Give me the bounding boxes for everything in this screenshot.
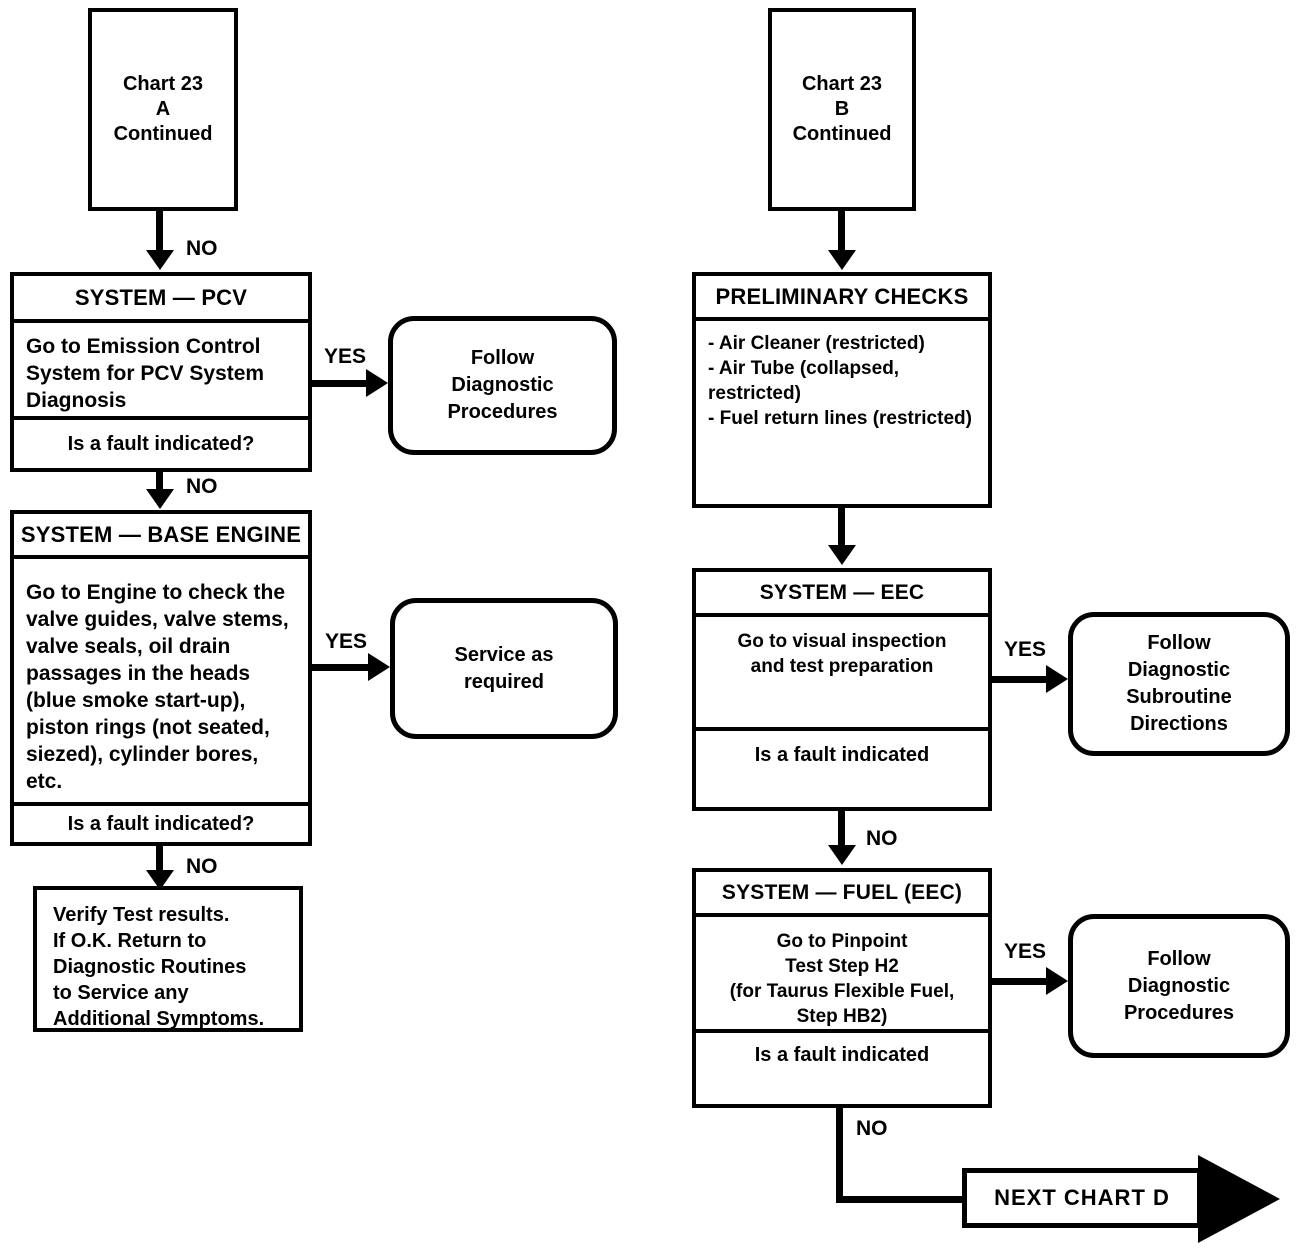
system-base-engine-question: Is a fault indicated? <box>14 802 308 842</box>
node-system-base-engine[interactable]: SYSTEM — BASE ENGINE Go to Engine to che… <box>10 510 312 846</box>
edge-label-eec-yes: YES <box>1004 638 1047 661</box>
system-fuel-eec-header: SYSTEM — FUEL (EEC) <box>696 872 988 917</box>
chart-23-b-line3: Continued <box>792 123 892 145</box>
preliminary-checks-header: PRELIMINARY CHECKS <box>696 276 988 321</box>
arrowhead-pcv-no <box>146 489 174 509</box>
connector-fuel-no-vertical <box>836 1108 843 1203</box>
node-chart-23-a-continued[interactable]: Chart 23 A Continued <box>88 8 238 211</box>
system-base-engine-body: Go to Engine to check the valve guides, … <box>26 581 289 793</box>
node-service-as-required[interactable]: Service as required <box>390 598 618 739</box>
preliminary-item-1: - Air Tube (collapsed, <box>708 358 900 379</box>
system-fuel-eec-spacer <box>696 1077 988 1104</box>
arrowhead-pcv-yes <box>366 369 388 397</box>
node-verify-test-results[interactable]: Verify Test results. If O.K. Return to D… <box>33 886 303 1032</box>
system-eec-spacer <box>696 779 988 807</box>
preliminary-checks-list: - Air Cleaner (restricted) - Air Tube (c… <box>696 321 988 504</box>
connector-base-engine-yes <box>312 664 374 671</box>
system-eec-question: Is a fault indicated <box>696 727 988 779</box>
preliminary-item-3: - Fuel return lines (restricted) <box>708 408 972 429</box>
system-fuel-eec-question: Is a fault indicated <box>696 1029 988 1077</box>
connector-eec-yes <box>992 676 1054 683</box>
verify-test-results-text: Verify Test results. If O.K. Return to D… <box>53 904 265 1030</box>
follow-diagnostic-subroutine-directions-text: Follow Diagnostic Subroutine Directions <box>1126 632 1232 735</box>
chart-23-a-line3: Continued <box>113 123 213 145</box>
system-eec-header: SYSTEM — EEC <box>696 572 988 617</box>
edge-label-fuel-yes: YES <box>1004 940 1047 963</box>
edge-label-eec-no: NO <box>866 827 898 850</box>
system-eec-body: Go to visual inspection and test prepara… <box>737 631 947 677</box>
system-pcv-body: Go to Emission Control System for PCV Sy… <box>26 335 265 412</box>
arrowhead-a-start-to-pcv <box>146 250 174 270</box>
arrowhead-base-engine-yes <box>368 653 390 681</box>
preliminary-item-2: restricted) <box>708 383 801 404</box>
connector-eec-no <box>838 811 845 849</box>
connector-fuel-no-horizontal <box>836 1196 968 1203</box>
connector-pcv-yes <box>312 380 372 387</box>
arrowhead-fuel-yes <box>1046 967 1068 995</box>
chart-23-b-line1: Chart 23 <box>801 73 883 95</box>
node-system-fuel-eec[interactable]: SYSTEM — FUEL (EEC) Go to Pinpoint Test … <box>692 868 992 1108</box>
connector-b-start-to-preliminary <box>838 211 845 256</box>
chart-23-a-line1: Chart 23 <box>122 73 204 95</box>
follow-diagnostic-procedures-a-text: Follow Diagnostic Procedures <box>447 347 558 423</box>
system-pcv-question: Is a fault indicated? <box>14 416 308 468</box>
edge-label-fuel-no: NO <box>856 1117 888 1140</box>
next-chart-d-arrow-icon <box>1198 1155 1280 1243</box>
service-as-required-text: Service as required <box>454 643 554 693</box>
arrowhead-b-start-to-preliminary <box>828 250 856 270</box>
connector-fuel-yes <box>992 978 1054 985</box>
node-next-chart-d[interactable]: NEXT CHART D <box>962 1155 1312 1254</box>
node-follow-diagnostic-procedures-a[interactable]: Follow Diagnostic Procedures <box>388 316 617 455</box>
connector-preliminary-to-eec <box>838 508 845 550</box>
follow-diagnostic-procedures-b-text: Follow Diagnostic Procedures <box>1123 947 1235 1024</box>
connector-a-start-to-pcv <box>156 211 163 256</box>
arrowhead-eec-yes <box>1046 665 1068 693</box>
system-fuel-eec-body: Go to Pinpoint Test Step H2 (for Taurus … <box>729 931 955 1027</box>
preliminary-item-0: - Air Cleaner (restricted) <box>708 333 925 354</box>
edge-label-a-start-no: NO <box>186 237 218 260</box>
arrowhead-base-engine-no <box>146 870 174 890</box>
arrowhead-preliminary-to-eec <box>828 545 856 565</box>
chart-23-b-line2: B <box>834 98 850 120</box>
system-pcv-header: SYSTEM — PCV <box>14 276 308 323</box>
chart-23-a-line2: A <box>155 98 171 120</box>
system-base-engine-header: SYSTEM — BASE ENGINE <box>14 514 308 559</box>
edge-label-pcv-no: NO <box>186 475 218 498</box>
node-preliminary-checks[interactable]: PRELIMINARY CHECKS - Air Cleaner (restri… <box>692 272 992 508</box>
connector-base-engine-no <box>156 846 163 876</box>
edge-label-pcv-yes: YES <box>324 345 367 368</box>
connector-pcv-no <box>156 472 163 494</box>
edge-label-base-engine-no: NO <box>186 855 218 878</box>
node-chart-23-b-continued[interactable]: Chart 23 B Continued <box>768 8 916 211</box>
node-system-eec[interactable]: SYSTEM — EEC Go to visual inspection and… <box>692 568 992 811</box>
node-follow-diagnostic-procedures-b[interactable]: Follow Diagnostic Procedures <box>1068 914 1290 1058</box>
node-follow-diagnostic-subroutine-directions[interactable]: Follow Diagnostic Subroutine Directions <box>1068 612 1290 756</box>
edge-label-base-engine-yes: YES <box>325 630 368 653</box>
next-chart-d-label: NEXT CHART D <box>962 1168 1202 1228</box>
node-system-pcv[interactable]: SYSTEM — PCV Go to Emission Control Syst… <box>10 272 312 472</box>
arrowhead-eec-no <box>828 845 856 865</box>
